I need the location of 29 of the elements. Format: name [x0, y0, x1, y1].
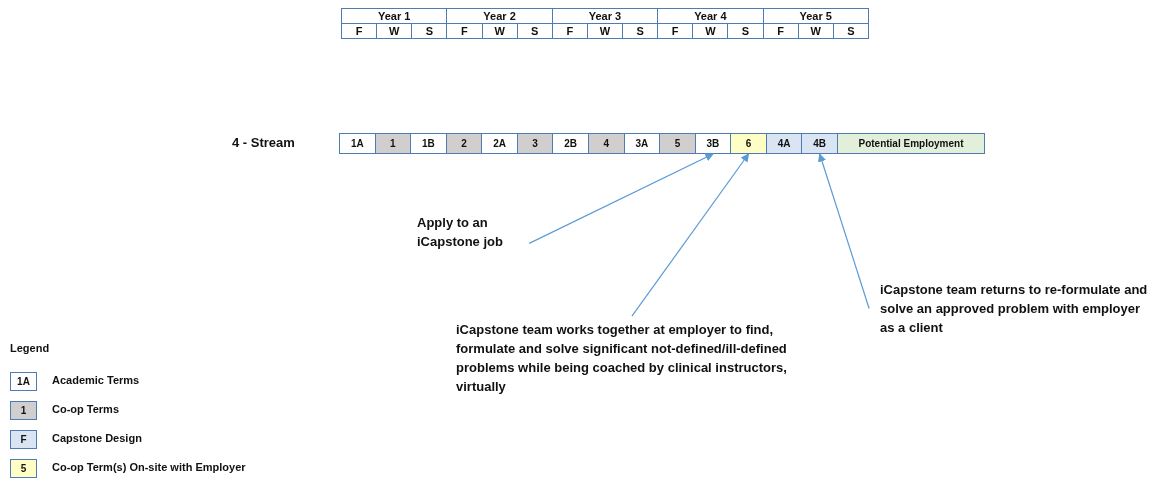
callout-text: iCapstone team works together at employer to find, formulate and solve significant not-defined/ill-defined problems while being coached by clinical instructors, virtually — [456, 320, 801, 396]
arrow — [528, 153, 714, 244]
legend-label: Capstone Design — [52, 432, 142, 444]
legend-label: Academic Terms — [52, 374, 140, 386]
arrow — [631, 153, 750, 317]
legend-title: Legend — [10, 342, 50, 354]
year-header-cell: Year 5 — [762, 8, 869, 24]
term-block: 4B — [801, 133, 838, 154]
term-block: 1A — [339, 133, 376, 154]
legend-swatch: 1 — [10, 401, 37, 420]
legend-swatch: F — [10, 430, 37, 449]
term-block: Potential Employment — [836, 133, 985, 154]
term-block: 2A — [481, 133, 518, 154]
term-cell: S — [832, 23, 869, 39]
callout-text: Apply to an iCapstone job — [417, 213, 527, 251]
term-block: 1B — [410, 133, 447, 154]
term-block: 5 — [659, 133, 696, 154]
callout-text: iCapstone team returns to re-formulate and solve an approved problem with employer as a client — [880, 280, 1152, 337]
term-block: 4 — [588, 133, 625, 154]
term-block: 6 — [730, 133, 767, 154]
legend-swatch: 1A — [10, 372, 37, 391]
legend-label: Co-op Terms — [52, 403, 120, 415]
legend-swatch: 5 — [10, 459, 37, 478]
stream-label: 4 - Stream — [232, 135, 295, 150]
term-block: 2B — [552, 133, 589, 154]
legend-label: Co-op Term(s) On-site with Employer — [52, 461, 246, 473]
term-cell: F — [341, 23, 378, 39]
arrow — [818, 153, 870, 310]
year-header-cell: Year 1 — [341, 8, 448, 24]
